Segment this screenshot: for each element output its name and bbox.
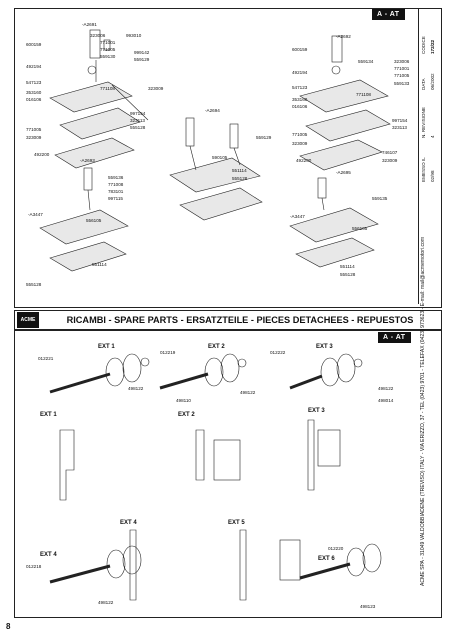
ext-label: EXT 4 — [40, 552, 57, 558]
title-band: ACME RICAMBI - SPARE PARTS - ERSATZTEILE… — [14, 310, 442, 330]
assembly-label: -A2692 — [336, 34, 351, 39]
ext-label: EXT 5 — [228, 520, 245, 526]
assembly-label: -A2691 — [82, 22, 97, 27]
part-number: 492194 — [26, 64, 42, 69]
part-number: 012222 — [270, 350, 286, 355]
part-number: 783101 — [108, 189, 124, 194]
part-number: 997115 — [108, 196, 123, 201]
band-title: RICAMBI - SPARE PARTS - ERSATZTEILE - PI… — [66, 315, 414, 325]
part-number: 556105 — [86, 218, 102, 223]
part-number: 559136 — [108, 175, 124, 180]
assembly-label: -A2695 — [336, 170, 351, 175]
part-number: 559133 — [394, 81, 410, 86]
part-number: 353160 — [292, 97, 308, 102]
company-address: ACME SPA - 31049 VALDOBBIADENE (TREVISO)… — [420, 236, 426, 586]
part-number: 323006 — [90, 33, 106, 38]
part-number: 600159 — [292, 47, 308, 52]
part-number: 771108 — [356, 92, 371, 97]
section-tag-bottom: A - AT — [378, 332, 411, 343]
part-number: 498122 — [240, 390, 256, 395]
part-number: 559134 — [358, 59, 374, 64]
part-number: 771005 — [100, 47, 116, 52]
part-number: 547123 — [26, 80, 42, 85]
part-number: 323009 — [382, 158, 398, 163]
part-number: 323009 — [26, 135, 42, 140]
section-tag-top: A - AT — [372, 9, 405, 20]
acme-logo: ACME — [17, 312, 39, 328]
part-number: 555128 — [340, 272, 356, 277]
assembly-label: -A3447 — [28, 212, 43, 217]
ext-label: EXT 6 — [318, 556, 335, 562]
part-number: 498123 — [360, 604, 376, 609]
part-number: 551114 — [232, 168, 247, 173]
part-number: 997154 — [130, 111, 146, 116]
part-number: 492194 — [292, 70, 308, 75]
part-number: 498014 — [378, 398, 394, 403]
part-number: 551114 — [340, 264, 355, 269]
part-number: 556105 — [352, 226, 368, 231]
part-number: 997154 — [392, 118, 408, 123]
part-number: 492200 — [34, 152, 50, 157]
assembly-label: -A3447 — [290, 214, 305, 219]
part-number: 555128 — [26, 282, 42, 287]
page-number: 8 — [6, 622, 11, 631]
part-number: 323009 — [292, 141, 308, 146]
part-number: 353160 — [26, 90, 42, 95]
part-number: 012219 — [160, 350, 176, 355]
part-number: 498110 — [176, 398, 191, 403]
part-number: 555128 — [130, 125, 146, 130]
part-number: 323006 — [394, 59, 410, 64]
part-number: 016106 — [26, 97, 42, 102]
part-number: 600159 — [26, 42, 42, 47]
part-number: 016106 — [292, 104, 308, 109]
part-number: 012221 — [38, 356, 54, 361]
part-number: 559130 — [100, 54, 116, 59]
part-number: 771005 — [292, 132, 308, 137]
part-number: 547123 — [292, 85, 308, 90]
part-number: 498122 — [378, 386, 394, 391]
bottom-diagram-frame — [14, 330, 442, 618]
part-number: 559129 — [256, 135, 272, 140]
assembly-label: -A2693 — [80, 158, 95, 163]
part-number: 559135 — [372, 196, 388, 201]
part-number: 498122 — [98, 600, 114, 605]
part-number: 498122 — [128, 386, 144, 391]
ext-label: EXT 3 — [308, 408, 325, 414]
part-number: 590105 — [212, 155, 228, 160]
part-number: 492200 — [296, 158, 312, 163]
ext-label: EXT 4 — [120, 520, 137, 526]
part-number: 771008 — [108, 182, 124, 187]
ext-label: EXT 2 — [208, 344, 225, 350]
part-number: 012220 — [328, 546, 344, 551]
part-number: 993010 — [126, 33, 142, 38]
part-number: 555128 — [232, 176, 248, 181]
part-number: 771001 — [394, 66, 410, 71]
part-number: 323009 — [148, 86, 164, 91]
ext-label: EXT 1 — [40, 412, 57, 418]
part-number: 771005 — [26, 127, 42, 132]
part-number: 323113 — [130, 118, 145, 123]
part-number: 771005 — [394, 73, 410, 78]
part-number: 999142 — [134, 50, 150, 55]
part-number: 746107 — [382, 150, 398, 155]
ext-label: EXT 2 — [178, 412, 195, 418]
ext-label: EXT 1 — [98, 344, 115, 350]
assembly-label: -A2694 — [205, 108, 220, 113]
part-number: 559129 — [134, 57, 150, 62]
part-number: 012218 — [26, 564, 42, 569]
info-strip: CODICE 172/22 DATA 06/2002 N. REVISIONE … — [418, 8, 441, 304]
ext-label: EXT 3 — [316, 344, 333, 350]
part-number: 771108 — [100, 86, 115, 91]
part-number: 323113 — [392, 125, 407, 130]
part-number: 771001 — [100, 40, 116, 45]
part-number: 551114 — [92, 262, 107, 267]
